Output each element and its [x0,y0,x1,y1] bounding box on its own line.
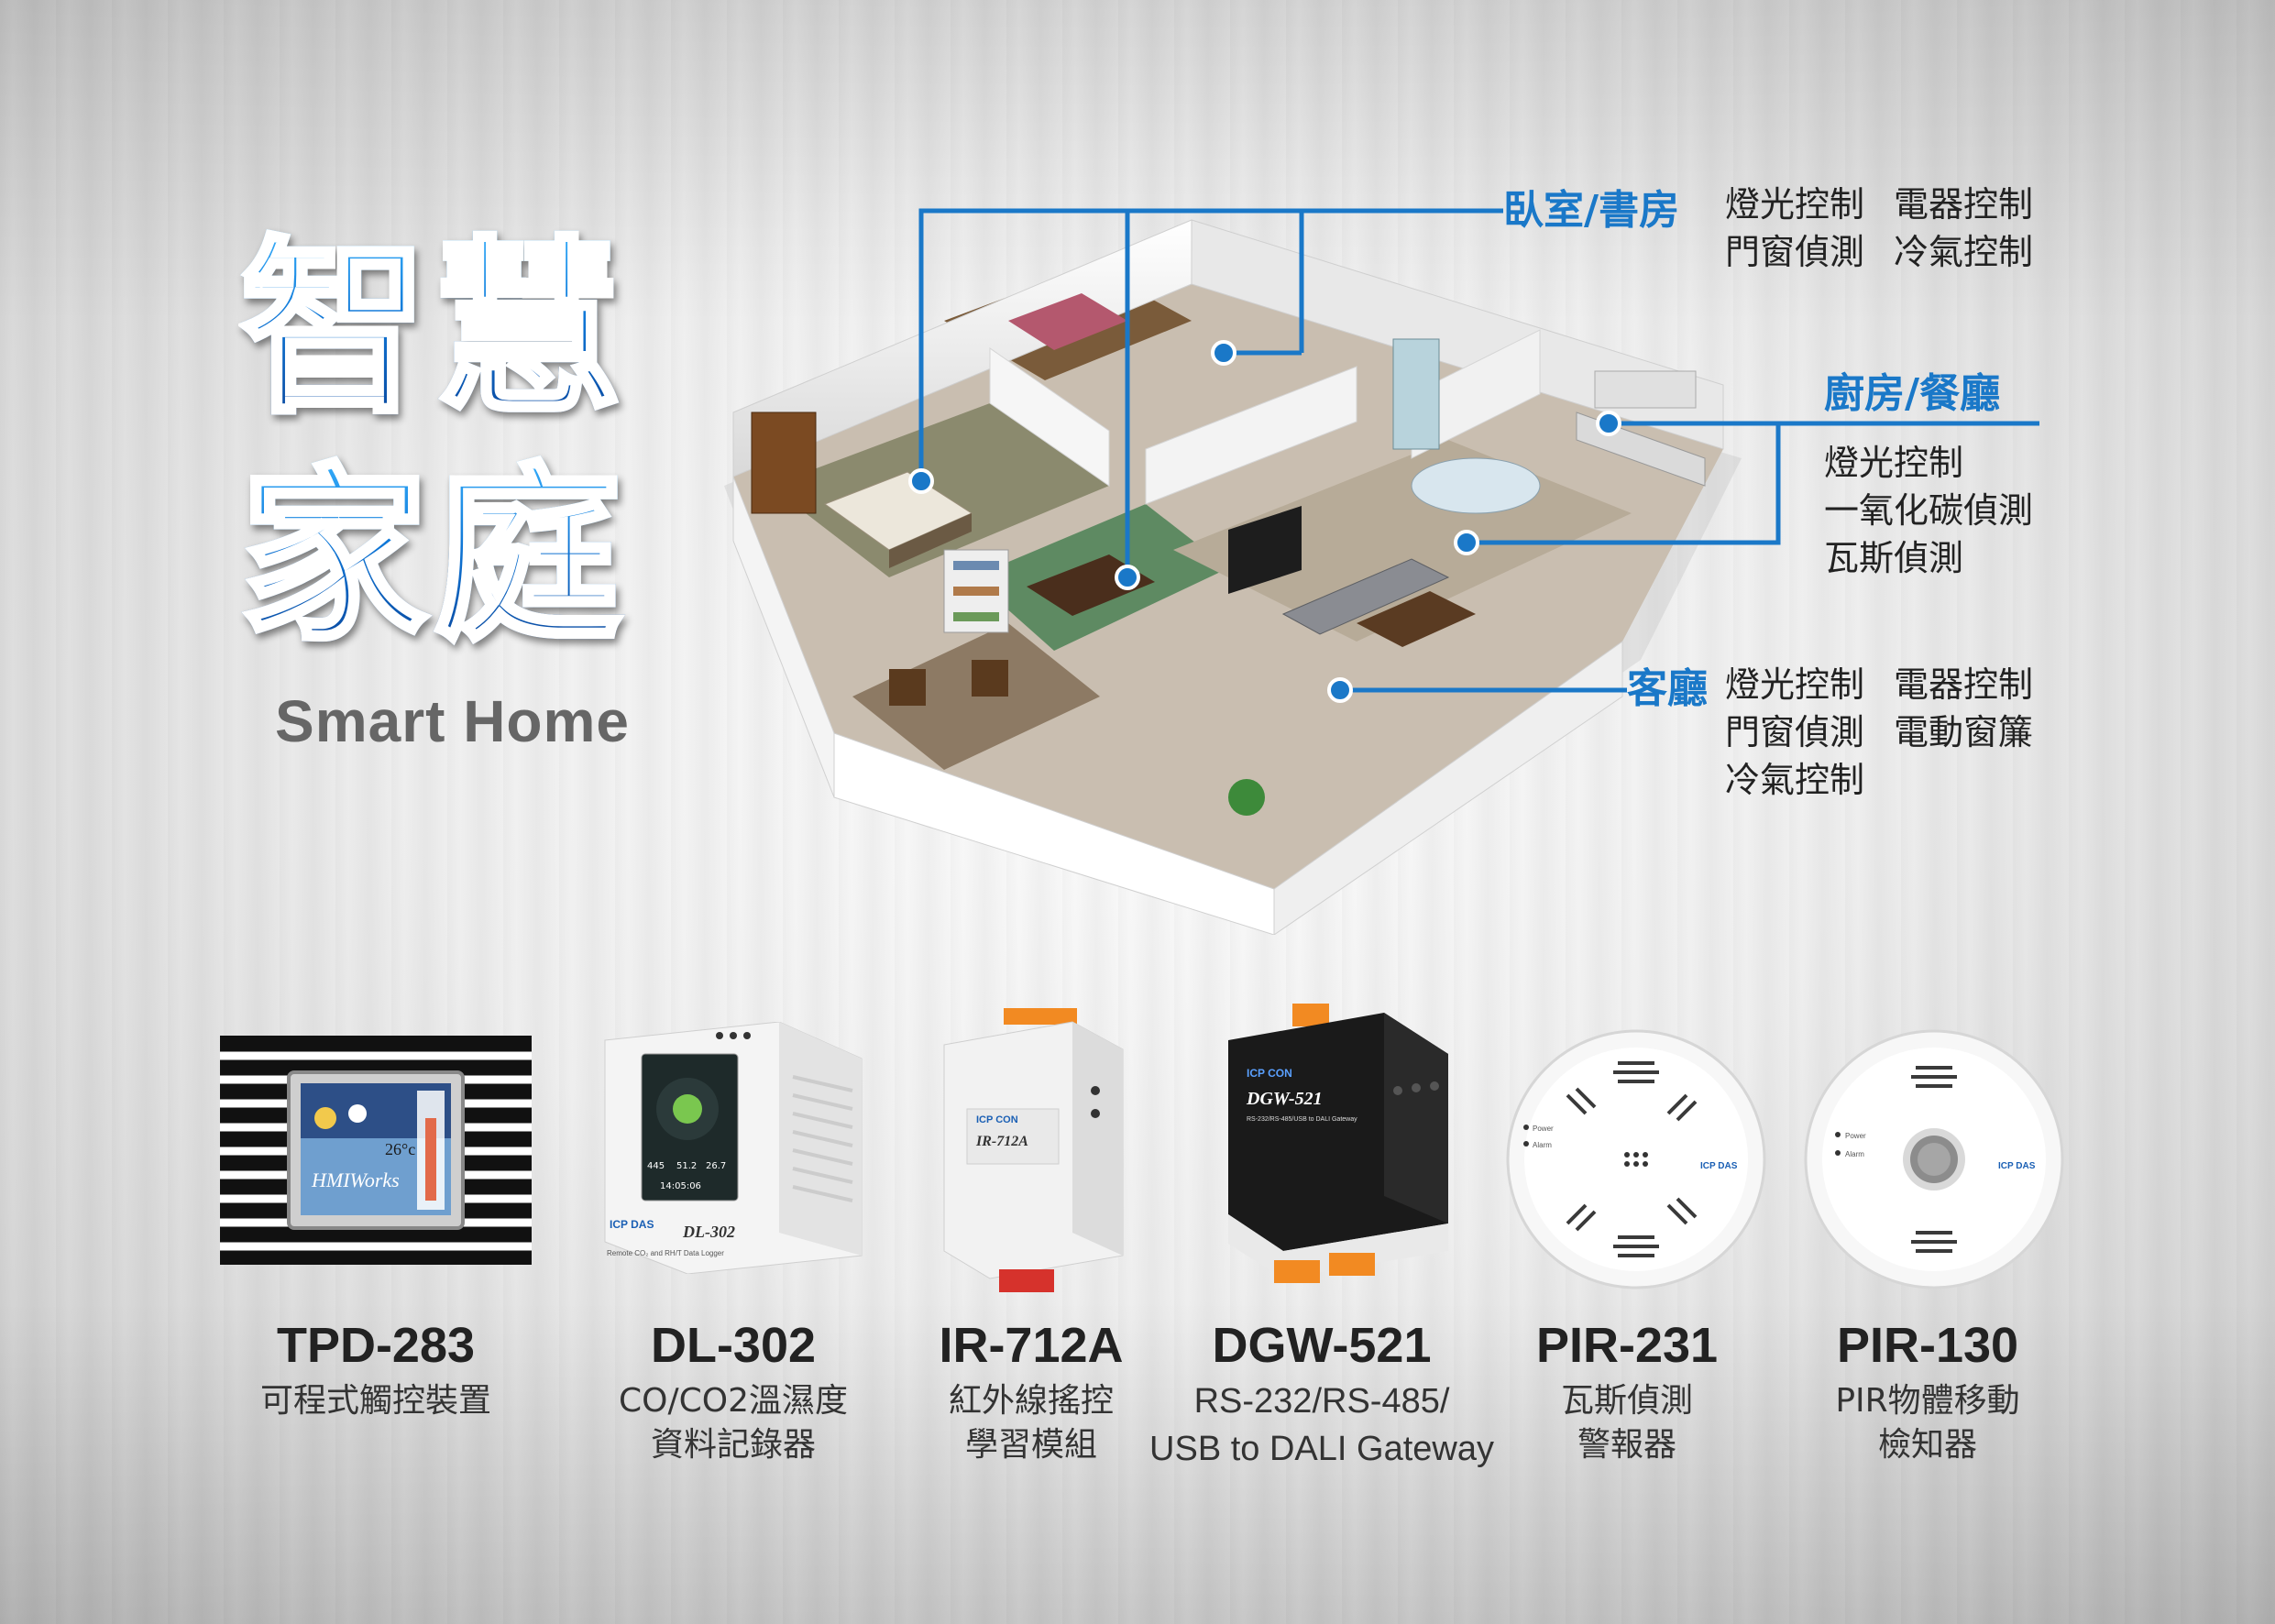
ir-label: IR-712A [975,1134,1028,1149]
subtitle: Smart Home [275,688,630,754]
feature-bedroom-appliance: 電器控制 [1894,184,2034,225]
pir231-led-alarm: Alarm [1533,1141,1552,1149]
feature-living-curtain: 電動窗簾 [1894,712,2034,752]
feature-kitchen-gas: 瓦斯偵測 [1824,538,1964,578]
wall-right [1191,219,1724,450]
dl-caption: Remote CO₂ and RH/T Data Logger [607,1249,724,1257]
feature-living-appliance: 電器控制 [1894,664,2034,705]
sofa [1281,558,1450,635]
dl-time: 14:05:06 [660,1181,701,1191]
feature-kitchen-co: 一氧化碳偵測 [1824,490,2034,531]
tpd-screen-text: HMIWorks [311,1169,400,1191]
product-image-dl-302: 445 51.2 26.7 14:05:06 ICP DAS DL-302 Re… [604,1022,863,1274]
dl-reading-3: 26.7 [706,1161,726,1171]
product-model-dgw-521: DGW-521 [1212,1318,1432,1373]
dgw-label: DGW-521 [1246,1089,1323,1109]
pir130-led-alarm: Alarm [1845,1150,1864,1158]
product-model-pir-231: PIR-231 [1535,1318,1719,1373]
pir231-led-power: Power [1533,1125,1554,1133]
feature-living-lighting: 燈光控制 [1725,664,1865,705]
tv [1228,506,1302,595]
product-desc-dgw-521-line1: RS-232/RS-485/ [1193,1382,1450,1421]
pir130-brand: ICP DAS [1998,1161,2036,1171]
product-desc-pir-130-line2: 檢知器 [1877,1426,1977,1464]
product-model-tpd-283: TPD-283 [276,1318,476,1373]
zone-label-kitchen-dining: 廚房/餐廳 [1824,370,2001,417]
glass-door [1392,338,1440,450]
zone-label-bedroom-study: 臥室/書房 [1503,187,1680,234]
product-image-tpd-283: HMIWorks 26°c [220,1036,532,1265]
title-line-2: 家庭 [237,445,671,669]
pir130-led-power: Power [1845,1132,1866,1140]
product-desc-ir-712a-line2: 學習模組 [964,1426,1097,1464]
house-illustration [724,219,1742,935]
product-image-pir-130: Power Alarm ICP DAS [1804,1029,2064,1289]
ir-brand: ICP CON [976,1114,1018,1125]
dl-label: DL-302 [682,1223,735,1241]
product-desc-ir-712a-line1: 紅外線搖控 [948,1382,1114,1420]
feature-living-aircon: 冷氣控制 [1725,760,1865,800]
dl-reading-1: 445 [647,1161,665,1171]
feature-living-door-window: 門窗偵測 [1725,712,1865,752]
product-image-pir-231: Power Alarm ICP DAS [1506,1029,1766,1289]
feature-bedroom-door-window: 門窗偵測 [1725,232,1865,272]
product-model-pir-130: PIR-130 [1836,1318,2019,1373]
product-desc-dl-302-line2: 資料記錄器 [650,1426,816,1464]
product-desc-tpd-283-line1: 可程式觸控裝置 [259,1382,491,1420]
product-model-dl-302: DL-302 [650,1318,817,1373]
wardrobe [751,411,817,514]
product-desc-pir-130-line1: PIR物體移動 [1835,1382,2020,1420]
product-model-ir-712a: IR-712A [939,1318,1124,1373]
pir231-brand: ICP DAS [1700,1161,1738,1171]
wall-front-right [1273,641,1623,935]
product-desc-pir-231-line1: 瓦斯偵測 [1560,1382,1693,1420]
product-image-dgw-521: ICP CON DGW-521 RS-232/RS-485/USB to DAL… [1228,1004,1448,1283]
title-line-1: 智慧 [237,218,671,442]
dgw-brand: ICP CON [1247,1067,1292,1080]
zone-label-living-room: 客廳 [1627,665,1708,712]
feature-bedroom-aircon: 冷氣控制 [1894,232,2034,272]
product-desc-pir-231-line2: 警報器 [1577,1426,1676,1464]
dining-table [1411,457,1541,514]
product-desc-dl-302-line1: CO/CO2溫濕度 [619,1382,848,1420]
dl-reading-2: 51.2 [676,1161,697,1171]
feature-bedroom-lighting: 燈光控制 [1725,184,1865,225]
dl-brand: ICP DAS [610,1218,654,1231]
feature-kitchen-lighting: 燈光控制 [1824,443,1964,483]
wall-front [833,732,1275,935]
tpd-temp-text: 26°c [385,1140,415,1158]
product-desc-dgw-521-line2: USB to DALI Gateway [1149,1430,1494,1468]
bedroom-floor [770,403,1109,577]
product-image-ir-712a: ICP CON IR-712A [943,1008,1124,1292]
dgw-caption: RS-232/RS-485/USB to DALI Gateway [1247,1116,1357,1123]
